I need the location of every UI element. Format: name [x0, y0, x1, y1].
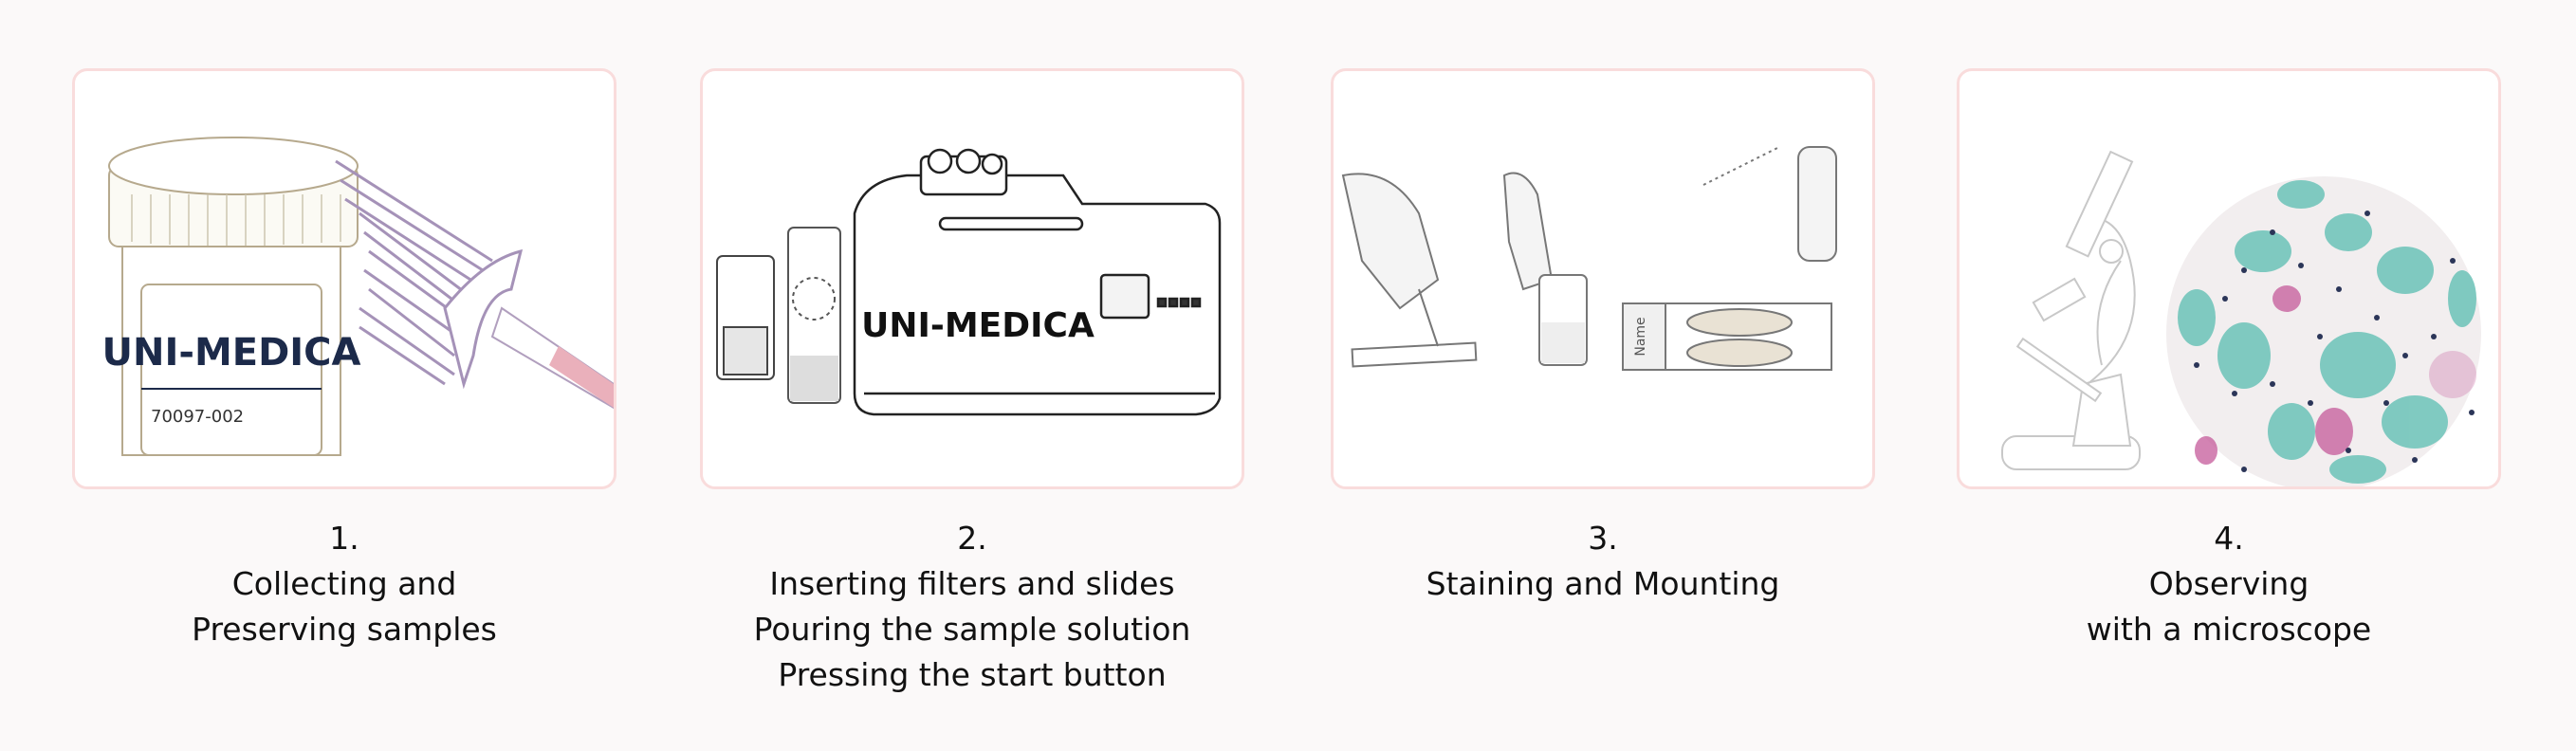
step-text-line: Inserting filters and slides	[769, 565, 1175, 602]
vial-ref: 70097-002	[151, 407, 244, 427]
stained-cells-icon	[2166, 176, 2481, 486]
vial-logo: UNI-MEDICA	[102, 331, 361, 375]
step-1-caption: 1. Collecting and Preserving samples	[72, 516, 616, 652]
step-1: UNI-MEDICA 70097-002 1. Collecting and P…	[72, 68, 616, 652]
processor-machine-illustration: UNI-MEDICA	[716, 148, 1222, 416]
vial-icon	[108, 137, 359, 456]
step-3: Name 3. Staining and Mounting	[1331, 68, 1875, 607]
step-4-caption: 4. Observing with a microscope	[1957, 516, 2501, 652]
mounted-slide-icon	[1622, 302, 1832, 371]
filter-icon	[716, 255, 775, 380]
microscope-icon	[2001, 150, 2141, 470]
step-number: 4.	[2214, 520, 2244, 557]
slide-icon	[787, 227, 841, 404]
step-text-line: Collecting and	[231, 565, 457, 602]
step-text-line: with a microscope	[2086, 611, 2372, 648]
processor-logo: UNI-MEDICA	[861, 306, 1095, 345]
slide-name-label: Name	[1633, 317, 1648, 356]
step-4: 4. Observing with a microscope	[1957, 68, 2501, 652]
spray-icon	[1702, 146, 1837, 262]
step-text-line: Observing	[2148, 565, 2309, 602]
step-text-line: Pressing the start button	[778, 656, 1167, 693]
step-text-line: Pouring the sample solution	[753, 611, 1191, 648]
step-1-card: UNI-MEDICA 70097-002	[72, 68, 616, 489]
step-3-card: Name	[1331, 68, 1875, 489]
brush-handle-pink	[549, 346, 614, 408]
step-4-card	[1957, 68, 2501, 489]
staining-vial-icon	[1502, 172, 1588, 366]
step-number: 1.	[329, 520, 359, 557]
microscope-and-cells-illustration	[2001, 150, 2481, 486]
processor-icon	[853, 148, 1222, 416]
step-3-caption: 3. Staining and Mounting	[1331, 516, 1875, 607]
step-2: UNI-MEDICA 2. Inserting filters and slid…	[700, 68, 1244, 698]
step-2-card: UNI-MEDICA	[700, 68, 1244, 489]
step-text-line: Preserving samples	[192, 611, 497, 648]
sample-vial-and-brush-illustration: UNI-MEDICA 70097-002	[102, 137, 614, 456]
step-2-caption: 2. Inserting filters and slides Pouring …	[700, 516, 1244, 698]
dropper-bottle-icon	[1341, 173, 1478, 368]
step-text-line: Staining and Mounting	[1426, 565, 1780, 602]
step-number: 2.	[957, 520, 987, 557]
brush-icon	[335, 159, 524, 390]
step-number: 3.	[1588, 520, 1618, 557]
staining-and-mounting-illustration: Name	[1341, 146, 1837, 371]
